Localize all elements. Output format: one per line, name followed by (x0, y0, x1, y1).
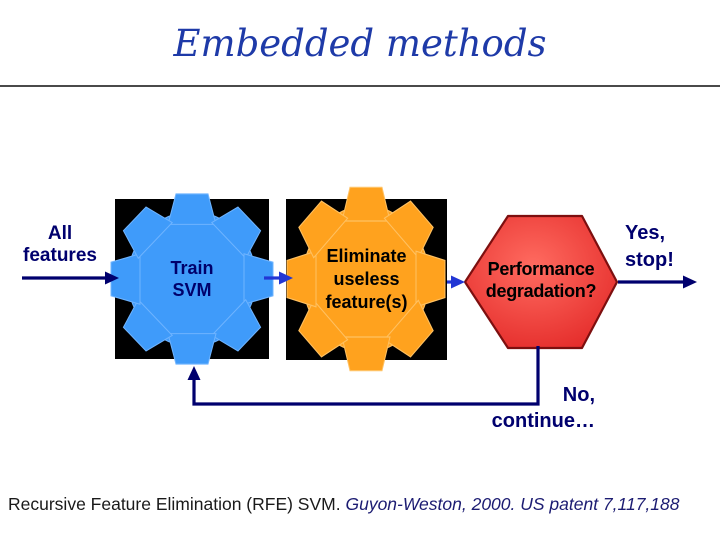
caption-citation: Guyon-Weston, 2000. US patent 7,117,188 (345, 494, 680, 514)
eliminate-step-line1: Eliminate (326, 246, 407, 266)
no-continue-label: No, continue… (450, 382, 595, 434)
caption: Recursive Feature Elimination (RFE) SVM.… (8, 494, 720, 515)
eliminate-step-label: Eliminate useless feature(s) (286, 199, 447, 360)
yes-stop-label: Yes, stop! (625, 220, 715, 274)
train-step-label: Train SVM (115, 199, 269, 359)
no-line1: No, (562, 384, 595, 406)
train-step-line2: SVM (172, 280, 212, 300)
caption-plain: Recursive Feature Elimination (RFE) SVM. (8, 494, 346, 514)
decision-line2: degradation? (485, 281, 597, 301)
title-divider (0, 85, 720, 87)
eliminate-step-line3: feature(s) (325, 292, 408, 312)
yes-line2: stop! (625, 249, 674, 271)
no-line2: continue… (491, 410, 595, 432)
slide-title: Embedded methods (173, 22, 547, 65)
all-features-label: All features (8, 223, 112, 267)
decision-label: Performance degradation? (465, 207, 617, 353)
all-features-line1: All (47, 223, 73, 244)
eliminate-step-line2: useless (333, 269, 400, 289)
train-gear-icon (110, 193, 274, 365)
all-features-line2: features (23, 245, 97, 266)
decision-line1: Performance (487, 259, 595, 279)
yes-line1: Yes, (625, 222, 666, 244)
train-step-line1: Train (170, 258, 214, 278)
